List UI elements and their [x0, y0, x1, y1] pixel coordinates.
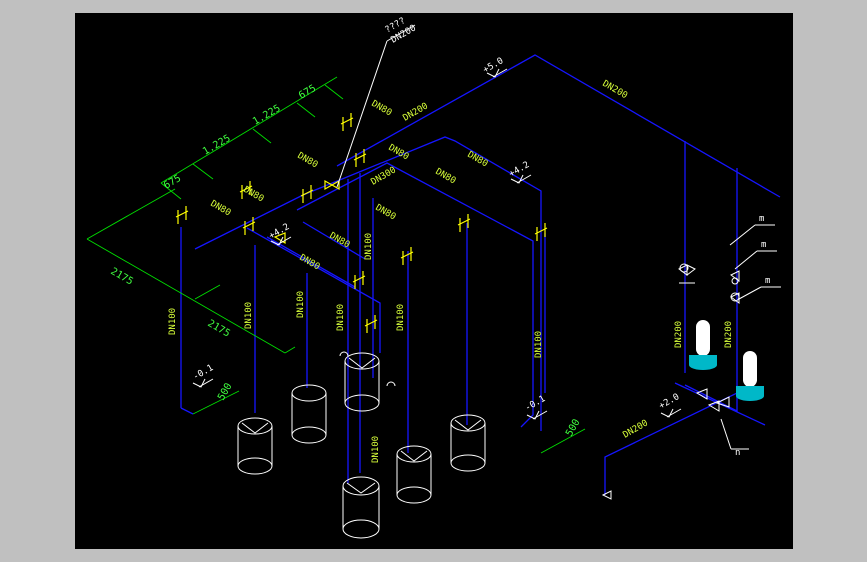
fitting-symbol-b	[386, 381, 396, 387]
tank-3	[344, 352, 380, 412]
label-dn100-7: DN100	[534, 331, 544, 358]
elevation-left: +4.2	[268, 222, 291, 246]
elevation-pump: +2.0	[658, 392, 682, 418]
dim-2175-a: 2175	[109, 266, 135, 288]
label-dn100-6: DN100	[396, 304, 406, 331]
check-valve-symbols	[678, 263, 740, 412]
drop-pipe-1-end	[180, 407, 194, 415]
label-dn80-4: DN80	[466, 150, 490, 170]
label-dn80-10: DN80	[374, 203, 398, 223]
label-dn80-6: DN80	[434, 167, 458, 187]
dim-2175-b: 2175	[206, 318, 232, 340]
dimension-labels: 675 1.225 1.225 675 2175 2175 500 500	[109, 83, 583, 438]
valve-11	[457, 214, 471, 232]
tag-m-3: m	[765, 276, 770, 286]
tank-1	[237, 417, 273, 475]
dim-line-top	[160, 76, 338, 184]
label-dn80-7: DN80	[209, 199, 233, 219]
valve-3	[175, 206, 189, 224]
valve-4	[239, 181, 253, 199]
label-dn100-1: DN100	[168, 308, 178, 335]
main-header-pipe	[336, 54, 781, 198]
valve-1	[340, 113, 354, 131]
valves	[175, 113, 548, 333]
dim-500-b: 500	[564, 417, 583, 438]
valve-8	[352, 271, 366, 289]
valve-5	[242, 217, 256, 235]
label-dn80-2: DN80	[296, 151, 320, 171]
elevation-top: +5.0	[482, 56, 508, 78]
valve-2	[353, 149, 367, 167]
label-dn80-5: DN80	[242, 185, 266, 205]
label-dn80-9: DN80	[298, 253, 322, 273]
tank-4	[396, 445, 432, 504]
lower-header-pipe	[194, 136, 542, 431]
label-dn100-3: DN100	[296, 291, 306, 318]
label-dn100-8: DN100	[371, 436, 381, 463]
tag-m-2: m	[761, 240, 766, 250]
tag-m-1: m	[759, 214, 764, 224]
pipe-labels: DN80 DN200 DN200 DN80 DN80 DN80 DN80 DN3…	[168, 79, 734, 463]
tag-n: n	[735, 448, 740, 458]
pumps	[678, 263, 764, 412]
tanks	[237, 351, 612, 539]
fitting-symbol-a	[339, 351, 349, 357]
pump-2	[736, 351, 764, 401]
branch-pipe-c	[302, 221, 366, 260]
valve-6	[300, 185, 314, 203]
label-dn200-1: DN200	[402, 101, 430, 123]
svg-text:+2.0: +2.0	[658, 392, 682, 412]
mid-header-pipe	[296, 162, 534, 428]
annotation-leader	[336, 40, 388, 188]
leader-tags: m m m n	[720, 214, 781, 458]
label-dn80-1: DN80	[370, 99, 394, 119]
elevation-low-right: -0.1	[524, 394, 548, 420]
tank-5	[450, 414, 486, 472]
dim-line-left	[86, 238, 286, 354]
dim-500-a: 500	[216, 381, 235, 402]
dim-line-500-a	[192, 390, 240, 415]
dim-line-500-b	[540, 428, 586, 454]
outlet-symbol	[601, 490, 612, 500]
label-dn200-2: DN200	[601, 79, 629, 101]
label-dn100-2: DN100	[244, 302, 254, 329]
tank-2	[291, 384, 327, 444]
isometric-piping-diagram: 675 1.225 1.225 675 2175 2175 500 500 DN…	[86, 16, 781, 539]
valve-12	[534, 223, 548, 241]
tank-6	[342, 476, 380, 539]
cad-drawing-canvas[interactable]: 675 1.225 1.225 675 2175 2175 500 500 DN…	[75, 13, 793, 549]
label-dn200-v2: DN200	[724, 321, 734, 348]
dim-1225-b: 1.225	[251, 103, 283, 128]
branch-pipe-a	[246, 227, 381, 353]
elevation-low-left: -0.1	[192, 363, 215, 388]
dim-675-a: 675	[162, 173, 183, 192]
label-dn100-5: DN100	[336, 304, 346, 331]
label-dn200-v1: DN200	[674, 321, 684, 348]
branch-pipe-b	[266, 236, 356, 288]
valve-9	[364, 315, 378, 333]
svg-text:-0.1: -0.1	[524, 394, 548, 414]
dimension-lines	[86, 76, 586, 454]
valve-10	[400, 247, 414, 265]
dim-1225-a: 1.225	[201, 133, 233, 158]
pump-1	[689, 320, 717, 370]
valve-13	[273, 232, 286, 245]
dim-675-b: 675	[297, 83, 318, 102]
label-dn100-4: DN100	[364, 233, 374, 260]
svg-text:+5.0: +5.0	[482, 56, 506, 76]
elevation-right: +4.2	[508, 160, 531, 184]
label-dn300: DN300	[370, 165, 398, 187]
